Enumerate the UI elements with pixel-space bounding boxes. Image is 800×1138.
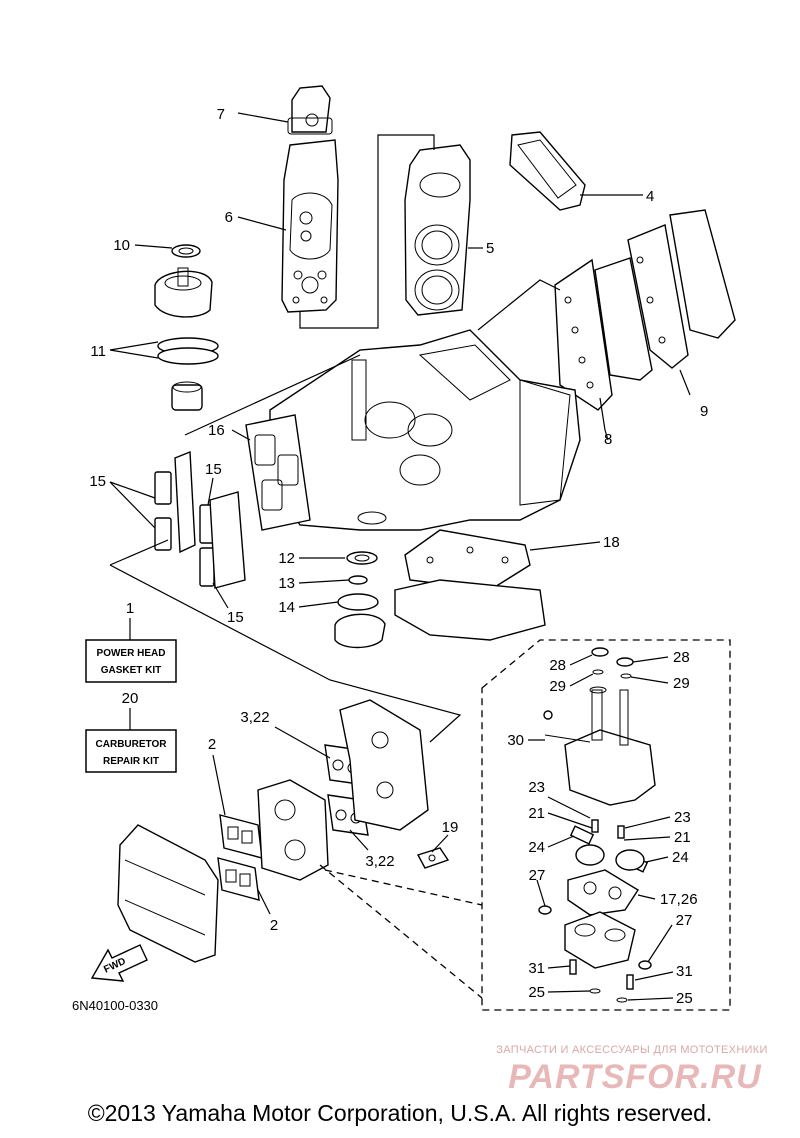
exhaust-guide	[394, 579, 546, 641]
callout-25-right: 25	[676, 990, 693, 1007]
callout-7: 7	[217, 106, 225, 123]
callout-27-right: 27	[676, 912, 693, 929]
part-13-seal	[348, 575, 368, 585]
callout-29-right: 29	[673, 675, 690, 692]
callout-10: 10	[113, 237, 130, 254]
part-9-outer-cover	[669, 209, 736, 339]
pump-diaphragm-body	[575, 844, 645, 871]
part-17-26-diaphragm	[567, 869, 639, 916]
part-10-oil-seal	[171, 244, 201, 258]
part-10-seal-housing	[154, 267, 213, 318]
callout-3-22-lower: 3,22	[365, 853, 394, 870]
callout-23-left: 23	[528, 779, 545, 796]
carburetor-kit-line2: REPAIR KIT	[103, 756, 159, 767]
callout-15-left: 15	[89, 473, 106, 490]
power-head-kit-line2: GASKET KIT	[101, 665, 162, 676]
callout-25-left: 25	[528, 984, 545, 1001]
callout-29-left: 29	[549, 678, 566, 695]
callout-30: 30	[507, 732, 524, 749]
watermark-brand: PARTSFOR.RU	[508, 1058, 762, 1096]
part-14-o-ring	[337, 593, 379, 611]
part-12-oil-seal	[346, 551, 378, 565]
callout-16: 16	[208, 422, 225, 439]
part-29-washers	[592, 669, 632, 679]
part-2-gasket-lower	[217, 857, 260, 901]
part-5-cylinder-head	[404, 144, 471, 316]
part-31-screws	[569, 959, 634, 990]
callout-28-right: 28	[673, 649, 690, 666]
diagram-part-number: 6N40100-0330	[72, 998, 158, 1013]
cylinder-block-assembly	[269, 329, 581, 531]
callout-13: 13	[278, 575, 295, 592]
carburetor-kit-line1: CARBURETOR	[96, 739, 168, 750]
inset-leader-lines	[319, 864, 483, 999]
callout-19: 19	[442, 819, 459, 836]
part-2-gasket-upper	[219, 814, 263, 859]
callout-17-26: 17,26	[660, 891, 698, 908]
part-15-reed-blocks-left	[174, 450, 196, 554]
callout-11: 11	[90, 343, 106, 360]
part-19-gasket	[416, 847, 450, 869]
power-head-kit-line1: POWER HEAD	[97, 648, 166, 659]
part-8-exhaust-cover	[594, 257, 653, 381]
callout-15-lower: 15	[227, 609, 244, 626]
callout-24-left: 24	[528, 839, 545, 856]
callout-12: 12	[278, 550, 295, 567]
intake-manifold	[339, 699, 429, 831]
leader-lines	[109, 112, 691, 1001]
callout-27-left: 27	[529, 867, 546, 884]
callout-28-left: 28	[549, 657, 566, 674]
part-15-reed-blocks-right	[209, 491, 246, 589]
intake-silencer	[117, 824, 219, 963]
part-18-gasket	[404, 529, 531, 591]
lower-seal-housing	[334, 613, 386, 649]
part-30-screws	[543, 710, 591, 743]
part-16-intake-gasket	[245, 414, 311, 531]
part-6-head-cover	[281, 139, 339, 313]
pump-base	[564, 911, 636, 969]
callout-14: 14	[278, 599, 295, 616]
fwd-arrow-icon: FWD	[90, 944, 148, 982]
part-8-exhaust-gasket	[554, 258, 613, 411]
part-25-washers	[589, 988, 628, 1003]
part-7-cover	[287, 85, 333, 135]
callout-31-left: 31	[528, 960, 545, 977]
callout-2-upper: 2	[208, 736, 216, 753]
carburetor-body	[257, 779, 329, 881]
callout-21-left: 21	[528, 805, 545, 822]
filter-housing	[564, 686, 656, 806]
callout-24-right: 24	[672, 849, 689, 866]
part-15-reed-gaskets-left	[154, 471, 172, 551]
part-11-o-rings	[157, 337, 219, 365]
callout-2-lower: 2	[270, 917, 278, 934]
callout-labels: 7 6 5 4 10 11 8 9 16 15 15 15 12 13 14 1…	[89, 106, 708, 1007]
callout-9: 9	[700, 403, 708, 420]
carburetor-repair-kit-box: CARBURETOR REPAIR KIT	[85, 729, 177, 773]
part-9-exhaust-gasket	[627, 224, 689, 369]
part-11-bearing	[171, 381, 203, 411]
callout-23-right: 23	[674, 809, 691, 826]
callout-18: 18	[603, 534, 620, 551]
power-head-gasket-kit-box: POWER HEAD GASKET KIT	[85, 639, 177, 683]
watermark-tagline: ЗАПЧАСТИ И АКСЕССУАРЫ ДЛЯ МОТОТЕХНИКИ	[496, 1044, 767, 1056]
callout-5: 5	[486, 240, 494, 257]
callout-21-right: 21	[674, 829, 691, 846]
part-28-cap-right	[616, 657, 634, 667]
callout-4: 4	[646, 188, 654, 205]
callout-31-right: 31	[676, 963, 693, 980]
callout-8: 8	[604, 431, 612, 448]
inset-box	[481, 639, 731, 1011]
part-28-cap-left	[591, 647, 609, 657]
copyright-notice: ©2013 Yamaha Motor Corporation, U.S.A. A…	[87, 1100, 713, 1126]
callout-6: 6	[225, 209, 233, 226]
callout-3-22-upper: 3,22	[240, 709, 269, 726]
callout-20: 20	[122, 690, 139, 707]
callout-15-upper: 15	[205, 461, 222, 478]
callout-1: 1	[126, 600, 134, 617]
part-4-cover	[509, 131, 586, 211]
